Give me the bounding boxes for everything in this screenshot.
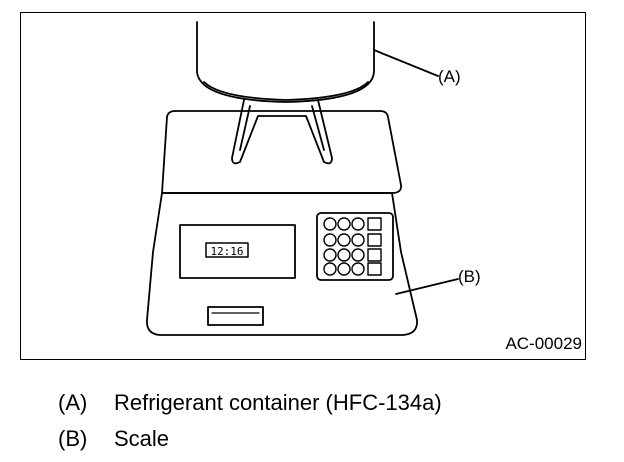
- legend-key: (A): [58, 390, 88, 415]
- callout-b: (B): [458, 267, 481, 286]
- display-readout: [205, 242, 249, 258]
- legend-item-a: (A) Refrigerant container (HFC-134a): [58, 390, 442, 416]
- legend-item-b: (B) Scale: [58, 426, 169, 452]
- refrigerant-container: [196, 21, 375, 103]
- callout-a: (A): [438, 67, 461, 86]
- figure-frame: [20, 12, 586, 360]
- scale-platform: [161, 110, 402, 194]
- keypad-buttons: [323, 217, 382, 276]
- printer-slot: [207, 306, 264, 326]
- container-stand: [231, 99, 333, 165]
- figure-id: AC-00029: [505, 334, 582, 353]
- legend-text: Refrigerant container (HFC-134a): [114, 390, 442, 415]
- leader-line-a: [373, 49, 439, 77]
- leader-line-b: [395, 278, 459, 295]
- legend-key: (B): [58, 426, 88, 451]
- legend-text: Scale: [114, 426, 170, 451]
- display-time: 12:16: [210, 245, 243, 258]
